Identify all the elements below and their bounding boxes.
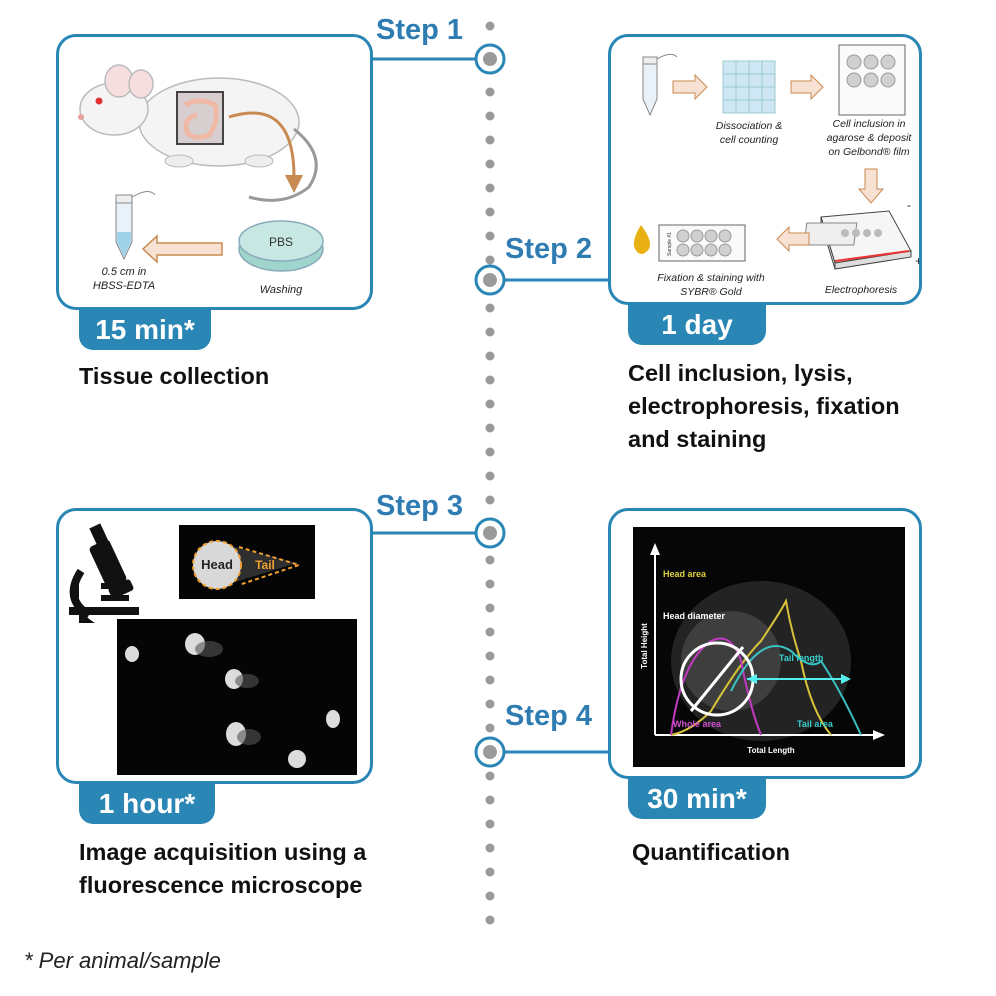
image-acquisition-illustration: Head Tail [69, 523, 357, 775]
timeline-node-3 [474, 517, 506, 549]
fluorescence-image [117, 619, 357, 775]
step-4-panel: Head area Head diameter Tail length Whol… [608, 508, 922, 779]
step-2-caption-line-2: electrophoresis, fixation [628, 393, 900, 419]
tail-label: Tail [255, 558, 275, 572]
stain-drop-icon [633, 225, 650, 254]
inclusion-label-1: Cell inclusion in [833, 118, 906, 130]
pbs-label: PBS [269, 235, 293, 249]
timeline-node-4 [474, 736, 506, 768]
timeline-node-2 [474, 264, 506, 296]
step-3-duration-badge: 1 hour* [79, 784, 215, 824]
gelbond-film-icon [838, 44, 906, 116]
total-height-label: Total Height [640, 623, 649, 669]
dissociation-label-2: cell counting [720, 134, 779, 146]
step-2-panel: Dissociation & cell counting Cell inclus… [608, 34, 922, 305]
step-1-caption: Tissue collection [79, 363, 270, 389]
fixation-label-1: Fixation & staining with [657, 272, 765, 284]
timeline-node-1 [474, 43, 506, 75]
step-2-caption-line-3: and staining [628, 426, 767, 452]
step-3-caption-line-2: fluorescence microscope [79, 872, 363, 898]
step-1-label: Step 1 [376, 14, 464, 46]
step-1-duration-badge: 15 min* [79, 310, 211, 350]
quantification-illustration: Head area Head diameter Tail length Whol… [633, 527, 905, 767]
head-label: Head [201, 557, 233, 572]
electrophoresis-tank-icon [803, 210, 912, 270]
step-2-caption: Cell inclusion, lysis, electrophoresis, … [628, 357, 900, 456]
dissociation-label-1: Dissociation & [716, 120, 783, 132]
step-4-label: Step 4 [505, 700, 593, 732]
sample-label: Sample #1 [667, 232, 673, 256]
tube-label-1: 0.5 cm in [102, 266, 147, 278]
whole-area-label: Whole area [673, 719, 722, 729]
tail-area-label: Tail area [797, 719, 834, 729]
footnote: * Per animal/sample [24, 948, 221, 973]
tube-icon [115, 191, 156, 261]
tube-icon [642, 53, 678, 117]
electrophoresis-label: Electrophoresis [825, 284, 898, 296]
tube-label-2: HBSS-EDTA [93, 280, 155, 292]
tail-length-label: Tail length [779, 653, 823, 663]
cell-inclusion-illustration: Dissociation & cell counting Cell inclus… [633, 44, 922, 298]
inclusion-label-3: on Gelbond® film [828, 146, 910, 158]
petri-dish-icon [238, 220, 324, 272]
step-3-caption-line-1: Image acquisition using a [79, 839, 367, 865]
plus-sign: + [915, 254, 922, 268]
step-1-panel: PBS Washing 0.5 cm in HBSS-EDTA [56, 34, 373, 310]
timeline-dots [485, 21, 495, 925]
step-4-caption: Quantification [632, 839, 790, 865]
step-2-caption-line-1: Cell inclusion, lysis, [628, 360, 853, 386]
step-3-caption: Image acquisition using a fluorescence m… [79, 836, 366, 902]
comet-thumbnail: Head Tail [179, 525, 315, 599]
step-2-label: Step 2 [505, 233, 593, 265]
stained-slide-icon: Sample #1 [658, 224, 746, 262]
step-2-duration-badge: 1 day [628, 305, 766, 345]
inclusion-label-2: agarose & deposit [827, 132, 913, 144]
tissue-collection-illustration: PBS Washing 0.5 cm in HBSS-EDTA [78, 64, 324, 296]
washing-label: Washing [260, 284, 303, 296]
counting-grid-icon [722, 60, 776, 114]
step-3-label: Step 3 [376, 490, 464, 522]
head-area-label: Head area [663, 569, 707, 579]
intestine-icon [176, 91, 224, 145]
fixation-label-2: SYBR® Gold [680, 286, 743, 298]
total-length-label: Total Length [747, 746, 795, 755]
head-diameter-label: Head diameter [663, 611, 726, 621]
step-4-duration-badge: 30 min* [628, 779, 766, 819]
step-3-panel: Head Tail [56, 508, 373, 784]
microscope-icon [69, 523, 139, 623]
minus-sign: - [907, 198, 911, 212]
